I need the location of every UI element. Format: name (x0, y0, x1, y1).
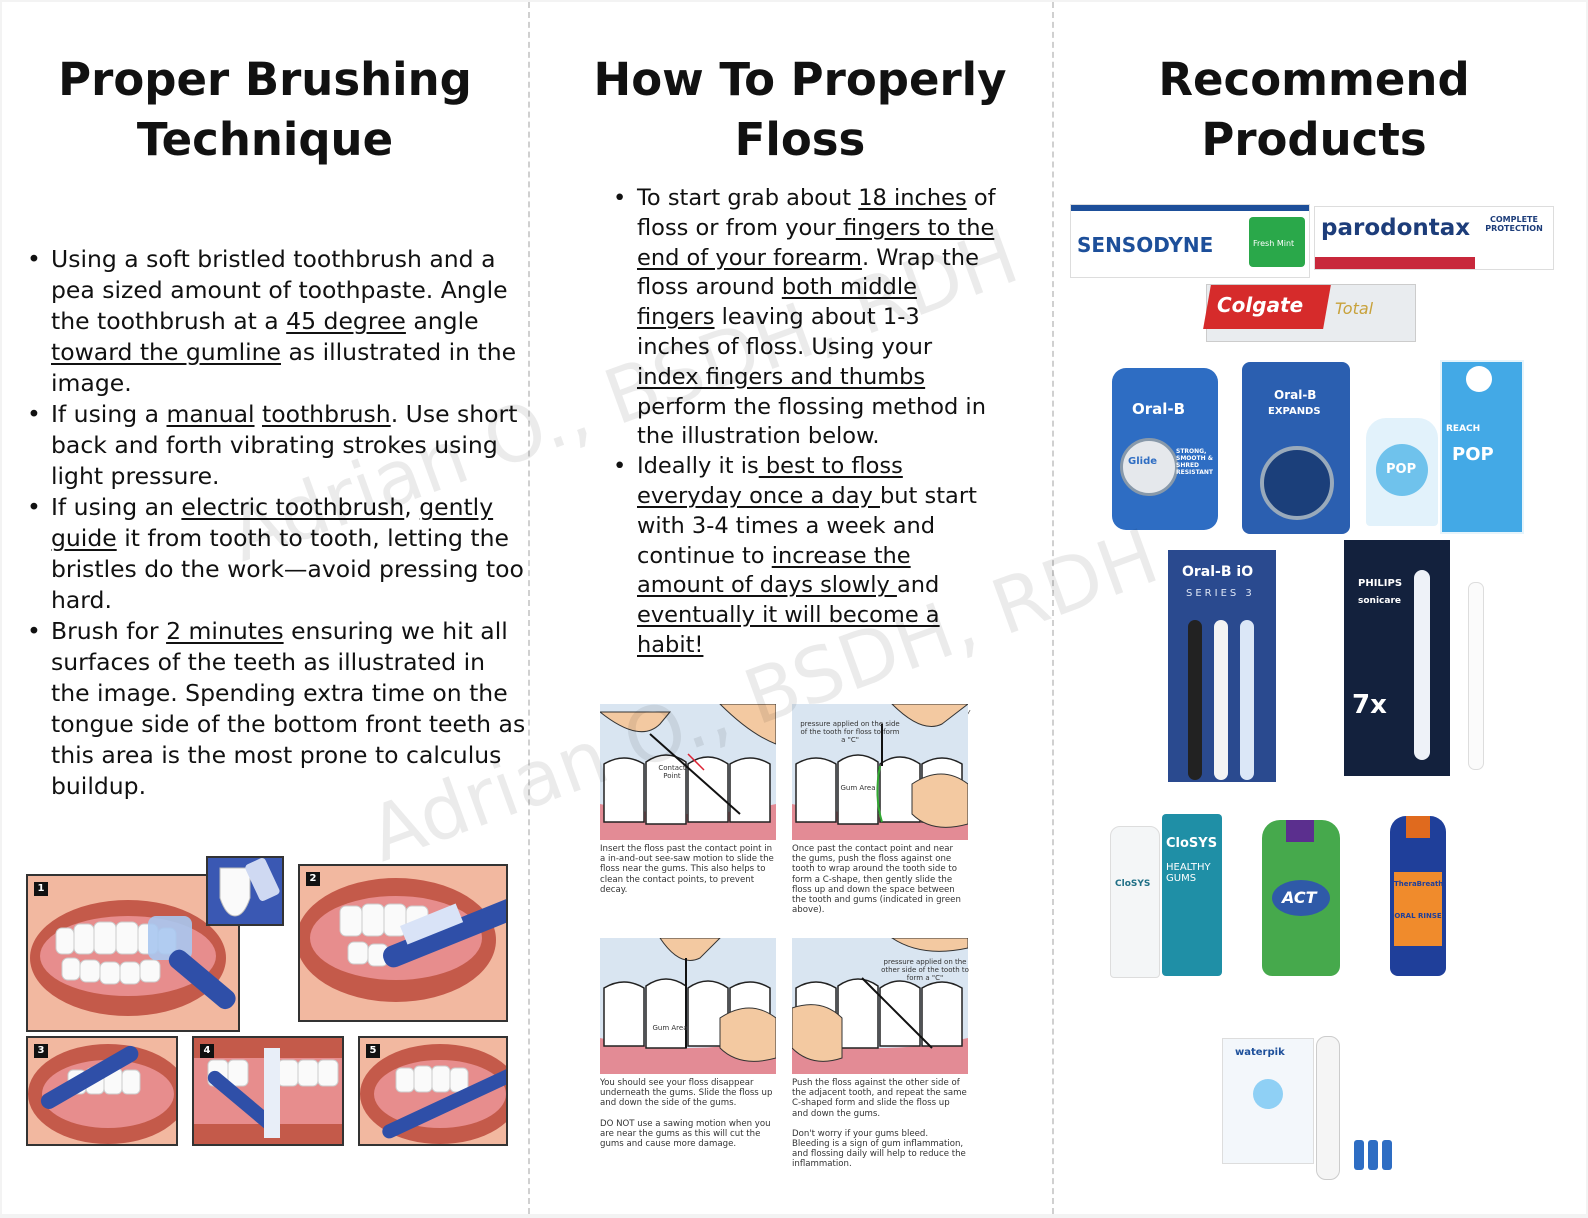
oralb-io-toothbrush: Oral-B iO SERIES 3 (1168, 550, 1276, 782)
brushing-bullets: Using a soft bristled toothbrush and a p… (26, 244, 529, 802)
philips-sonicare-toothbrush: PHILIPS sonicare 7x (1344, 540, 1450, 776)
floss-step-illustration (600, 704, 776, 840)
column-divider (1052, 2, 1054, 1214)
mouth-illustration (30, 900, 236, 1016)
caption-paragraph: DO NOT use a sawing motion when you are … (600, 1118, 771, 1150)
title-line: Products (1201, 113, 1427, 166)
panel-number: 5 (366, 1044, 380, 1058)
mouth-illustration (300, 878, 506, 1002)
title-line: Proper Brushing (58, 53, 472, 106)
waterpik-tips (1354, 1136, 1402, 1172)
product-label: REACH (1446, 424, 1481, 434)
product-label: PHILIPS (1358, 578, 1403, 589)
brushing-panel: 1 (26, 874, 240, 1032)
product-label: HEALTHY GUMS (1166, 862, 1211, 884)
floss-caption: Push the floss against the other side of… (792, 1078, 968, 1170)
product-label: Glide (1128, 456, 1158, 467)
product-label: sonicare (1358, 596, 1401, 606)
bullet-item: If using a manual toothbrush. Use short … (27, 399, 529, 492)
sensodyne-toothpaste: SENSODYNE Fresh Mint (1070, 204, 1310, 278)
floss-caption: Insert the floss past the contact point … (600, 844, 774, 895)
therabreath-mouthwash: TheraBreath ORAL RINSE (1390, 816, 1446, 976)
floss-caption: Once past the contact point and near the… (792, 844, 961, 916)
brushing-panel: 3 (26, 1036, 178, 1146)
product-label: ORAL RINSE (1394, 912, 1442, 920)
panel-number: 4 (200, 1044, 214, 1058)
waterpik-box: waterpik (1222, 1038, 1314, 1164)
caption-paragraph: Don't worry if your gums bleed. Bleeding… (792, 1128, 966, 1170)
bullet-item: Brush for 2 minutes ensuring we hit all … (27, 616, 529, 802)
bullet-item: Ideally it is best to floss everyday onc… (613, 452, 997, 661)
gum-area-label: Gum Area (840, 784, 876, 792)
product-label: Total (1335, 299, 1374, 318)
product-label: CloSYS (1115, 879, 1151, 889)
reach-floss-case: POP (1366, 418, 1438, 526)
product-label: POP (1386, 462, 1417, 477)
product-label: CloSYS (1166, 836, 1218, 851)
title-line: Floss (734, 113, 866, 166)
floss-bullets: To start grab about 18 inches of floss o… (612, 184, 997, 661)
product-label: Oral-B (1132, 400, 1186, 418)
panel-number: 1 (34, 882, 48, 896)
panel-number: 2 (306, 872, 320, 886)
caption-paragraph: You should see your floss disappear unde… (600, 1078, 773, 1109)
product-label: POP (1452, 444, 1494, 465)
product-label: waterpik (1235, 1047, 1285, 1058)
floss-caption: You should see your floss disappear unde… (600, 1078, 776, 1149)
colgate-toothpaste: Colgate Total (1203, 284, 1416, 342)
product-label: 7x (1352, 690, 1387, 720)
mouth-illustration (360, 1044, 506, 1144)
gum-area-label: Gum Area (652, 1024, 688, 1032)
product-label: Colgate (1217, 293, 1304, 317)
panel-number: 3 (34, 1044, 48, 1058)
product-label: SERIES 3 (1186, 588, 1255, 599)
product-label: SENSODYNE (1077, 233, 1214, 257)
product-label: EXPANDS (1268, 406, 1321, 417)
mouth-illustration (28, 1044, 176, 1144)
contact-point-label: Contact Point (658, 764, 686, 780)
floss-title: How To Properly Floss (530, 50, 1070, 170)
closys-healthy-gums: CloSYS HEALTHY GUMS (1162, 814, 1222, 976)
product-label: parodontax (1321, 215, 1471, 241)
title-line: Recommend (1158, 53, 1470, 106)
brushing-title: Proper Brushing Technique (2, 50, 528, 170)
act-mouthwash: ACT (1262, 820, 1340, 976)
tooth-inset-illustration (219, 858, 280, 917)
floss-step-illustration (792, 938, 968, 1074)
bullet-item: To start grab about 18 inches of floss o… (613, 184, 997, 452)
floss-figure: © Twinkle Family Dentistry Contact Point (600, 704, 970, 1174)
title-line: How To Properly (593, 53, 1007, 106)
brushing-panel: 5 (358, 1036, 508, 1146)
product-label: Oral-B iO (1182, 564, 1254, 580)
closys-mouthwash: CloSYS (1110, 826, 1160, 978)
floss-step-illustration (600, 938, 776, 1074)
brushing-panel: 2 (298, 864, 508, 1022)
reach-pop-floss: REACH POP (1440, 360, 1524, 534)
bullet-item: Using a soft bristled toothbrush and a p… (27, 244, 529, 399)
product-label: ACT (1282, 888, 1317, 907)
product-label: TheraBreath (1394, 880, 1444, 888)
product-desc: STRONG, SMOOTH & SHRED RESISTANT (1176, 448, 1213, 476)
floss-step-illustration (792, 704, 968, 840)
oralb-expands-floss: Oral-B EXPANDS (1242, 362, 1350, 534)
pressure-label: pressure applied on the side of the toot… (800, 720, 900, 744)
brushing-inset-panel (206, 856, 284, 926)
title-line: Technique (136, 113, 394, 166)
column-divider (528, 2, 530, 1214)
product-flavor: Fresh Mint (1253, 239, 1295, 248)
pressure-label: pressure applied on the other side of th… (881, 958, 969, 982)
mouth-illustration (194, 1038, 342, 1144)
sonicare-handle (1468, 582, 1484, 770)
product-badge: COMPLETE PROTECTION (1485, 215, 1543, 233)
brushing-panel: 4 (192, 1036, 344, 1146)
bullet-item: If using an electric toothbrush, gently … (27, 492, 529, 616)
product-label: Oral-B (1274, 388, 1317, 402)
waterpik-device (1316, 1036, 1340, 1180)
oralb-glide-floss: Oral-B Glide STRONG, SMOOTH & SHRED RESI… (1112, 368, 1218, 530)
parodontax-toothpaste: parodontax COMPLETE PROTECTION (1314, 206, 1554, 270)
products-title: Recommend Products (1054, 50, 1574, 170)
caption-paragraph: Push the floss against the other side of… (792, 1078, 967, 1119)
